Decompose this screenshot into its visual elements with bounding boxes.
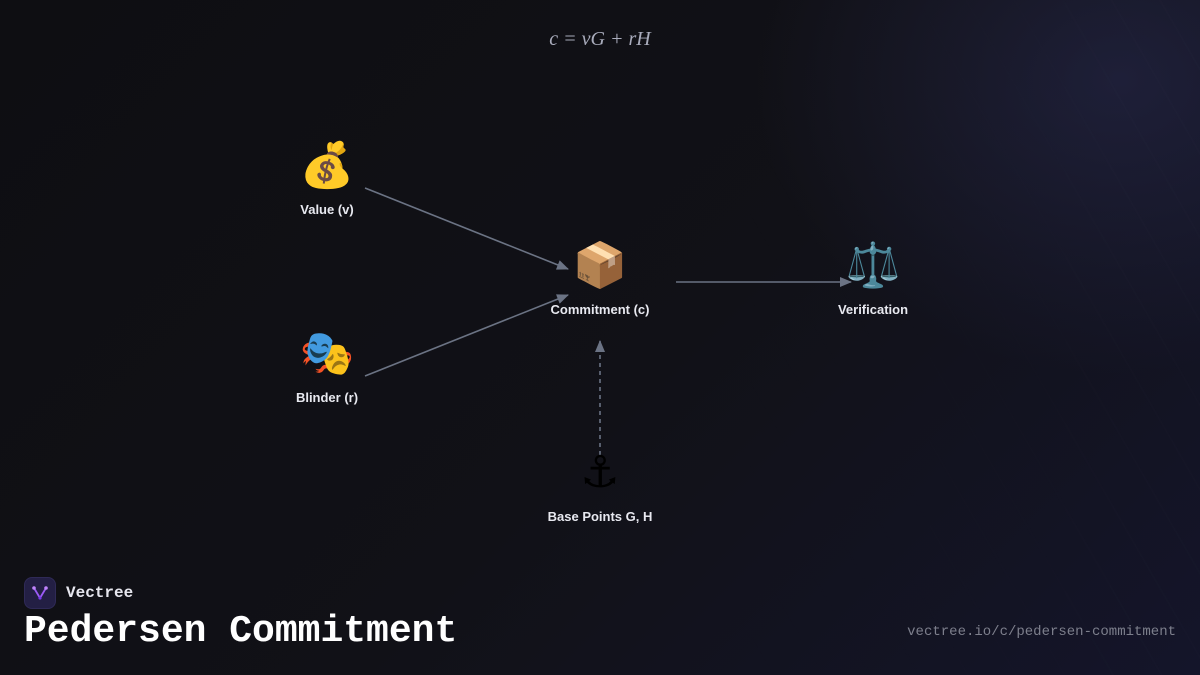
source-url: vectree.io/c/pedersen-commitment — [907, 624, 1176, 640]
node-value-label: Value (v) — [300, 202, 354, 217]
money-bag-icon: 💰 — [299, 140, 355, 191]
node-commitment: 📦 Commitment (c) — [520, 240, 680, 317]
node-value: 💰 Value (v) — [247, 140, 407, 217]
balance-scale-icon: ⚖️ — [845, 240, 901, 291]
brand: Vectree — [24, 577, 133, 609]
edge-blinder-to-commitment — [364, 294, 569, 377]
anchor-icon: ⚓ — [580, 447, 620, 498]
node-blinder-label: Blinder (r) — [295, 390, 359, 405]
package-box-icon: 📦 — [572, 240, 628, 291]
node-commitment-label: Commitment (c) — [550, 302, 650, 317]
brand-name: Vectree — [66, 584, 134, 602]
node-verification: ⚖️ Verification — [793, 240, 953, 317]
node-base-points-label: Base Points G, H — [547, 509, 653, 524]
edge-value-to-commitment — [364, 187, 569, 270]
node-blinder: 🎭 Blinder (r) — [247, 328, 407, 405]
performing-arts-masks-icon: 🎭 — [299, 328, 355, 379]
page-title: Pedersen Commitment — [24, 610, 458, 653]
vectree-logo-icon — [24, 577, 56, 609]
formula: c = vG + rH — [549, 28, 651, 50]
node-base-points: ⚓ Base Points G, H — [520, 447, 680, 524]
node-verification-label: Verification — [837, 302, 909, 317]
